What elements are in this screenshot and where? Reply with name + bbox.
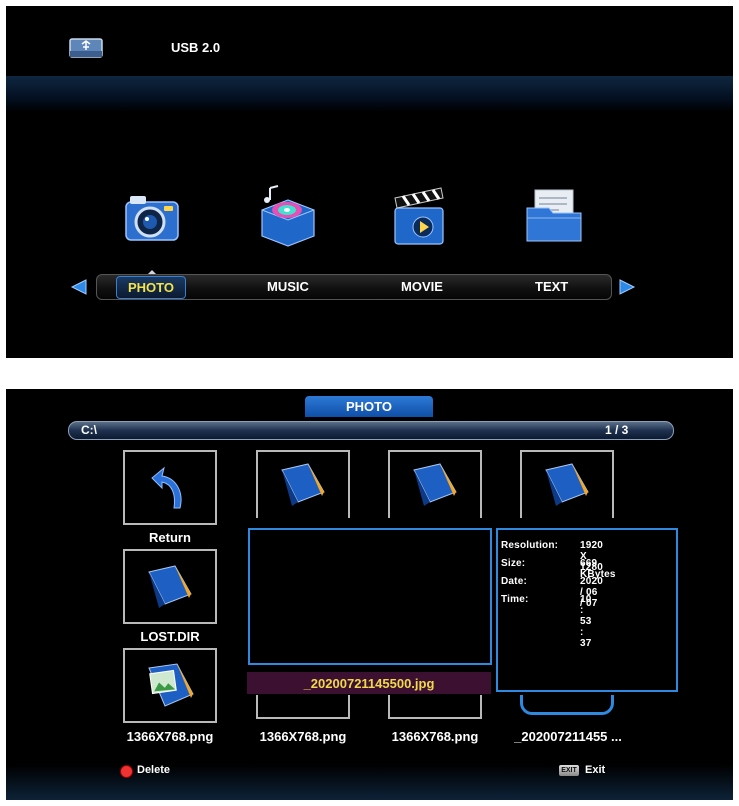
header-band <box>6 76 733 112</box>
info-label: Size: <box>501 558 526 569</box>
exit-label: Exit <box>585 764 606 776</box>
nav-item-photo[interactable]: PHOTO <box>116 276 186 299</box>
info-label: Time: <box>501 594 529 605</box>
tile-caption: _202007211455 ... <box>514 729 622 744</box>
path-bar: C:\ 1 / 3 <box>68 421 674 440</box>
arrow-right-icon[interactable] <box>618 278 636 296</box>
current-path: C:\ <box>81 423 97 437</box>
info-row-time: Time: 10 : 53 : 37 <box>501 594 591 649</box>
selected-filename: _20200721145500.jpg <box>303 676 435 691</box>
tile-caption: 1366X768.png <box>259 729 347 744</box>
folder-icon <box>545 463 589 506</box>
nav-item-text[interactable]: TEXT <box>535 279 569 294</box>
footer-band <box>6 765 733 800</box>
tile-caption: 1366X768.png <box>391 729 479 744</box>
clapperboard-icon[interactable] <box>387 184 453 250</box>
page-indicator: 1 / 3 <box>605 423 629 437</box>
photo-file-tile-selected[interactable] <box>520 695 614 715</box>
music-box-icon[interactable] <box>254 184 320 250</box>
media-home-screen: USB 2.0 PHOTO MUSIC MOVIE T <box>6 6 733 358</box>
folder-tile[interactable] <box>388 450 482 518</box>
lost-dir-tile[interactable] <box>123 549 217 624</box>
info-label: Resolution: <box>501 540 559 551</box>
info-value: 10 : 53 : 37 <box>580 594 592 649</box>
photo-browser-screen: PHOTO C:\ 1 / 3 Return <box>6 389 733 800</box>
photo-file-tile[interactable] <box>388 695 482 719</box>
arrow-left-icon[interactable] <box>70 278 88 296</box>
nav-item-music[interactable]: MUSIC <box>267 279 309 294</box>
selection-notch <box>147 270 157 275</box>
tile-caption: 1366X768.png <box>126 729 214 744</box>
image-preview <box>248 528 492 665</box>
info-row-size: Size: 669 KBytes <box>501 558 615 580</box>
tile-caption: Return <box>149 530 191 545</box>
return-tile[interactable] <box>123 450 217 525</box>
tile-caption: LOST.DIR <box>140 629 200 644</box>
info-value: 2020 / 06 / 07 <box>580 576 604 609</box>
info-value: 1920 X 1280 <box>580 540 604 573</box>
info-row-resolution: Resolution: 1920 X 1280 <box>501 540 603 573</box>
file-info-panel: Resolution: 1920 X 1280 Size: 669 KBytes… <box>496 528 678 692</box>
folder-document-icon[interactable] <box>521 184 587 250</box>
red-button-icon[interactable] <box>120 765 133 778</box>
media-nav-bar: PHOTO MUSIC MOVIE TEXT <box>96 274 612 300</box>
nav-item-movie[interactable]: MOVIE <box>401 279 443 294</box>
photo-file-tile[interactable] <box>123 648 217 723</box>
browser-title: PHOTO <box>305 396 433 417</box>
selected-filename-bar: _20200721145500.jpg <box>247 672 491 694</box>
folder-icon <box>281 463 325 506</box>
usb-drive-icon[interactable] <box>69 36 103 60</box>
delete-label: Delete <box>137 764 171 776</box>
exit-key-icon[interactable]: EXIT <box>559 765 579 776</box>
folder-icon <box>413 463 457 506</box>
info-value: 669 KBytes <box>580 558 616 580</box>
folder-tile[interactable] <box>520 450 614 518</box>
usb-label: USB 2.0 <box>171 40 221 55</box>
info-label: Date: <box>501 576 528 587</box>
photo-file-tile[interactable] <box>256 695 350 719</box>
camera-icon[interactable] <box>120 184 186 250</box>
photo-folder-icon <box>148 662 194 707</box>
folder-tile[interactable] <box>256 450 350 518</box>
folder-icon <box>148 564 192 608</box>
return-arrow-icon <box>151 466 182 508</box>
info-row-date: Date: 2020 / 06 / 07 <box>501 576 603 609</box>
